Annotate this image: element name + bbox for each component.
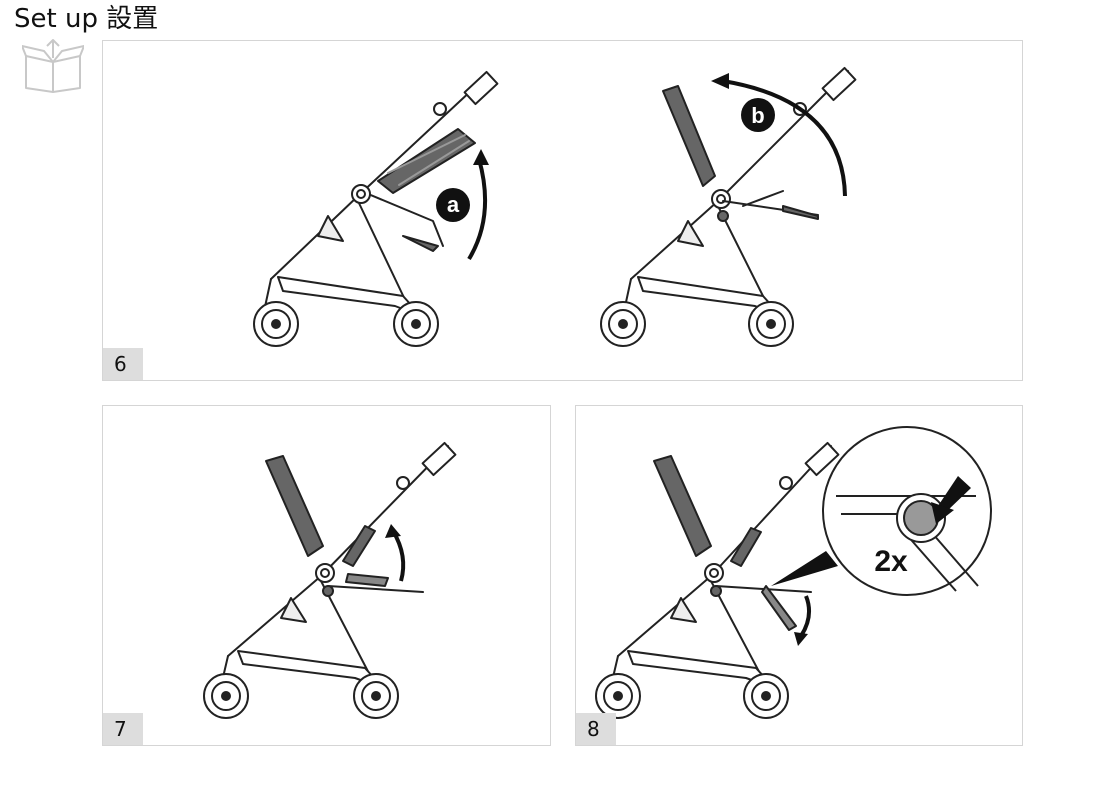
stroller-illustration-a xyxy=(253,70,499,347)
badge-a xyxy=(436,188,470,222)
stroller-illustration xyxy=(203,441,457,719)
step-8-panel: 2x 8 xyxy=(575,405,1023,746)
box-unpack-icon xyxy=(22,39,84,93)
badge-b-label: b xyxy=(751,103,764,128)
step-number: 7 xyxy=(103,713,143,745)
step-number: 6 xyxy=(103,348,143,380)
step-7-illustration xyxy=(203,441,457,719)
stroller-illustration xyxy=(595,441,840,719)
badge-b xyxy=(741,98,775,132)
badge-a-label: a xyxy=(447,192,460,217)
zoom-detail-callout: 2x xyxy=(771,426,992,596)
step-8-illustration: 2x xyxy=(595,426,992,719)
step-6-panel: a xyxy=(102,40,1023,381)
zoom-label: 2x xyxy=(874,545,908,578)
step-7-panel: 7 xyxy=(102,405,551,746)
step-number: 8 xyxy=(576,713,616,745)
page-title: Set up 設置 xyxy=(14,4,159,34)
step-6-illustration: a xyxy=(253,66,857,347)
stroller-illustration-b xyxy=(600,66,857,347)
